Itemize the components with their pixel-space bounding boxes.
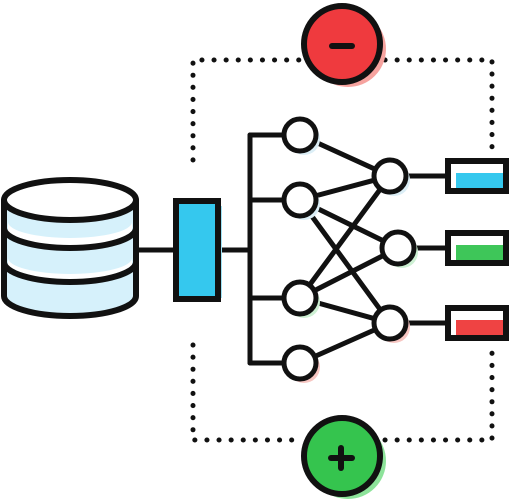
- edge-h2-o3: [297, 197, 393, 326]
- input-block-icon: [173, 198, 222, 302]
- hidden-neuron-1: [281, 116, 320, 155]
- output-neuron-1: [371, 157, 410, 196]
- hidden-neuron-3: [281, 279, 320, 318]
- output-neuron-3: [371, 304, 410, 343]
- database-highlight-1: [8, 222, 132, 248]
- output-bar-icon: [445, 305, 509, 341]
- feedback-loop-top: [190, 57, 495, 163]
- output-neuron-2: [379, 229, 418, 268]
- hidden-neuron-4: [281, 344, 320, 383]
- database-icon: [1, 177, 139, 319]
- database-body: [1, 197, 139, 319]
- output-layer: [371, 157, 418, 343]
- plus-badge-icon: [301, 415, 386, 499]
- minus-badge-icon: [301, 3, 386, 87]
- database-ring-1: [1, 227, 139, 251]
- edge-h3-o1: [297, 173, 393, 301]
- database-ring-2: [1, 261, 139, 285]
- hidden-layer: [281, 116, 320, 383]
- hidden-neuron-2: [281, 181, 320, 220]
- output-bar-icon: [445, 230, 509, 266]
- feedback-loop-bottom: [190, 342, 495, 443]
- database-top: [1, 177, 139, 223]
- feedback-loop: [190, 57, 495, 443]
- input-block: [173, 198, 221, 302]
- output-bars: [445, 158, 509, 341]
- output-bar-icon: [445, 158, 509, 194]
